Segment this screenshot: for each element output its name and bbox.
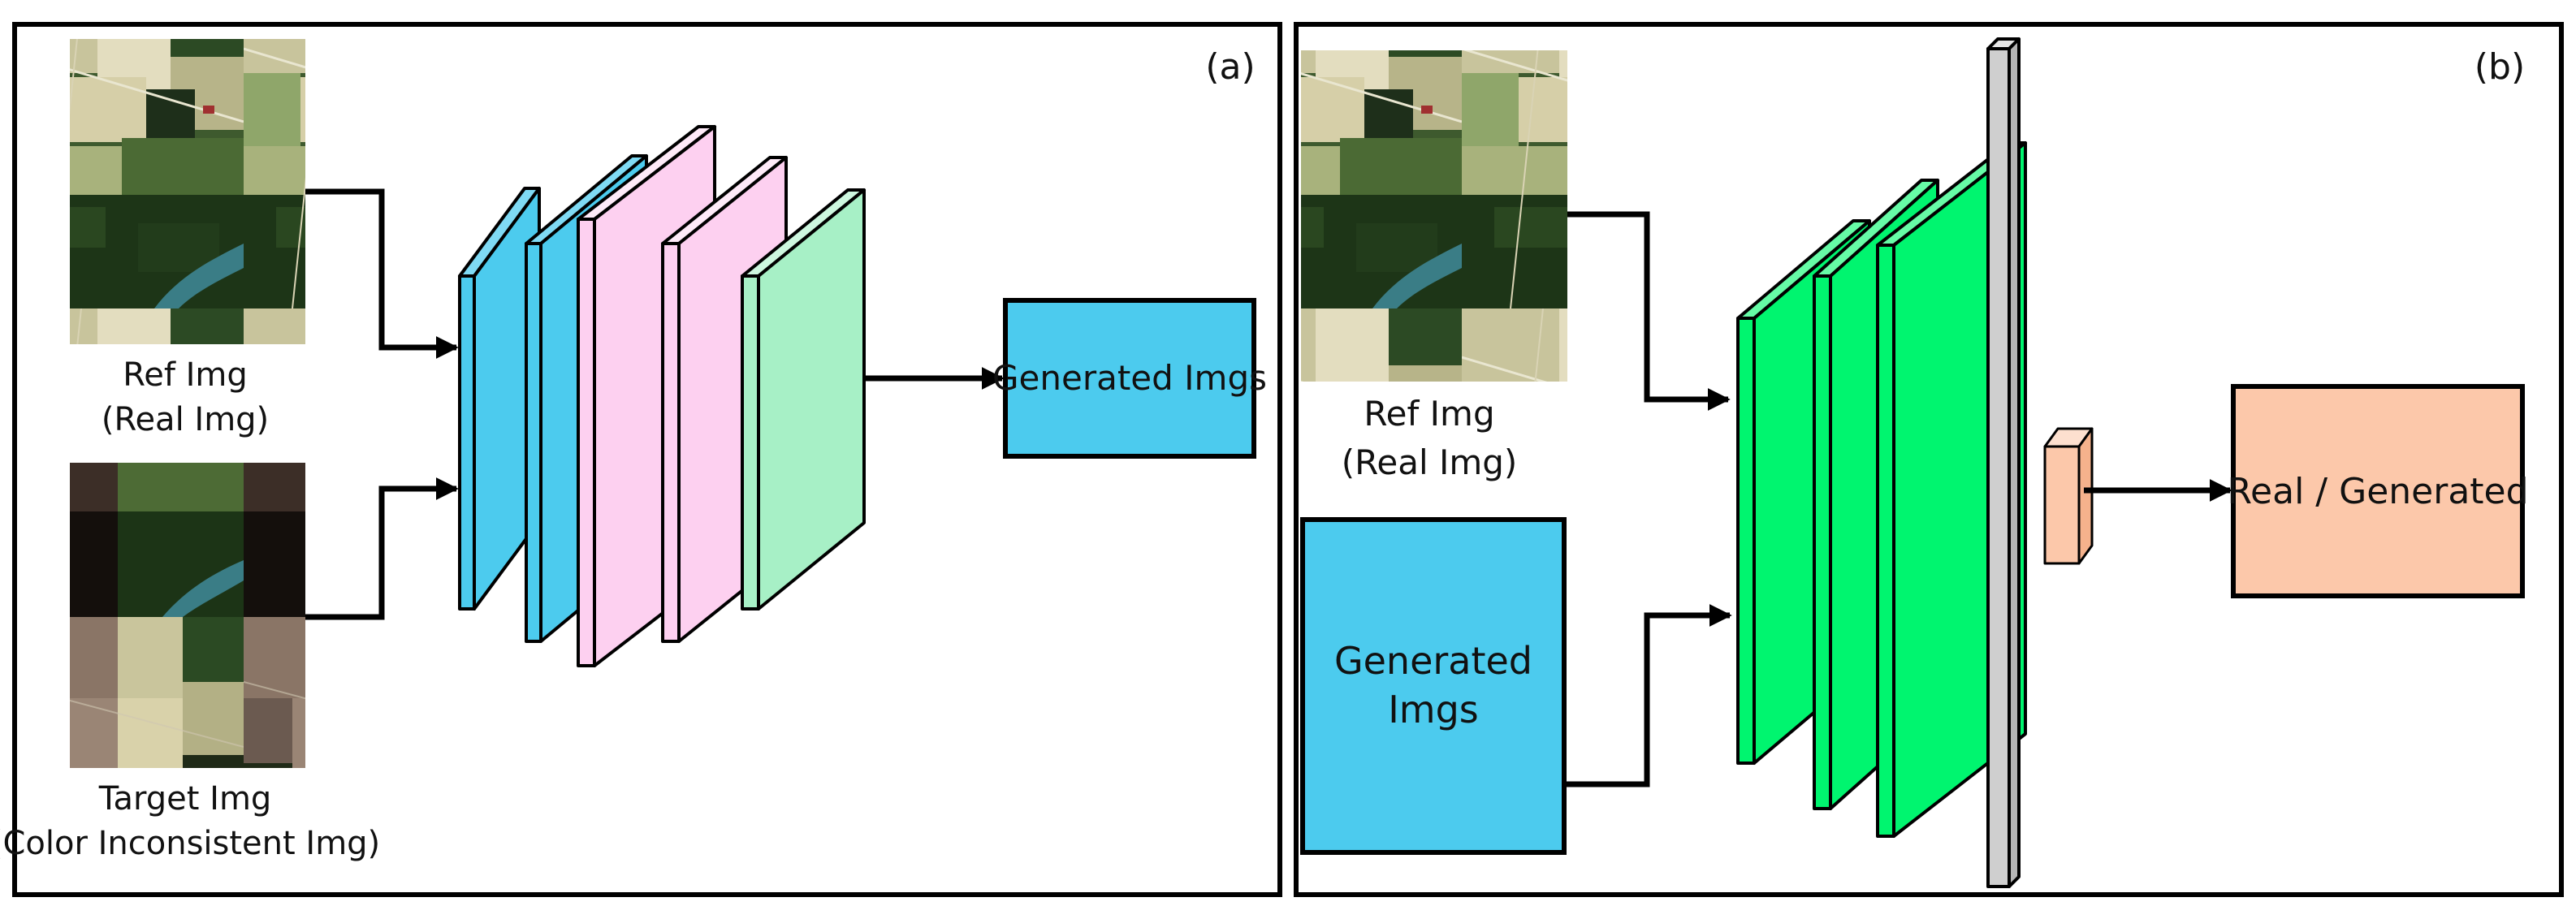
target-caption-a-line2: (Color Inconsistent Img) [0, 825, 380, 862]
generated-imgs-box-a [1003, 298, 1256, 459]
target-caption-a-line1: Target Img [98, 780, 272, 818]
generated-imgs-label-a: Generated Imgs [992, 358, 1267, 398]
ref-caption-b-line1: Ref Img [1364, 394, 1494, 434]
dense-bar [1986, 37, 2021, 888]
ref-to-generator-arrow [305, 188, 459, 359]
ref-caption-b-line2: (Real Img) [1342, 442, 1518, 482]
gen-layer-encoder-1 [458, 187, 541, 611]
generated-to-discriminator-arrow [1564, 604, 1732, 787]
generated-imgs-b-line2: Imgs [1388, 688, 1479, 731]
generated-imgs-box-b [1300, 517, 1567, 855]
generated-imgs-b-line1: Generated [1334, 639, 1532, 683]
target-image-a [70, 463, 305, 768]
real-generated-label: Real / Generated [2227, 471, 2528, 512]
real-generated-box [2231, 384, 2525, 598]
ref-image-b [1301, 50, 1567, 382]
ref-to-discriminator-arrow [1567, 211, 1731, 411]
ref-caption-a-line1: Ref Img [123, 356, 248, 394]
generator-layers [458, 125, 866, 667]
output-neuron [2043, 427, 2094, 565]
panel-b-tag: (b) [2474, 46, 2525, 88]
panel-a-tag: (a) [1205, 46, 1255, 88]
ref-caption-a-line2: (Real Img) [102, 401, 269, 438]
gen-layer-decoder [741, 188, 866, 611]
ref-image-a [70, 39, 305, 344]
target-to-generator-arrow [305, 477, 459, 620]
